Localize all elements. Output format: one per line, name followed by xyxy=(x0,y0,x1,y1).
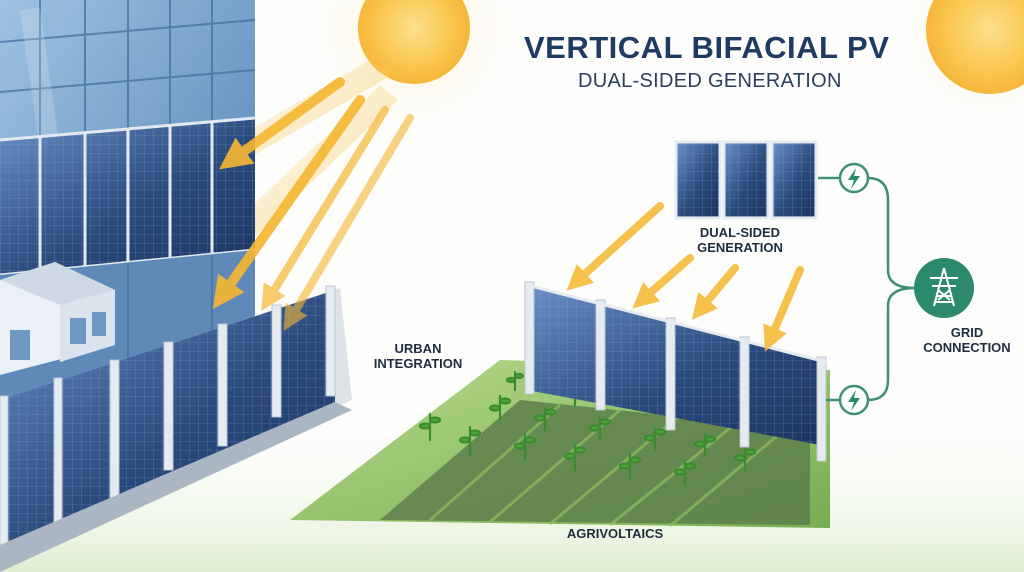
solar-panel-array-icon xyxy=(674,140,818,220)
page-subtitle: DUAL-SIDED GENERATION xyxy=(578,70,842,92)
sunlight-arrows-agri xyxy=(566,202,804,352)
urban-pv-fence xyxy=(0,285,352,572)
dual-sided-generation-label: DUAL-SIDED GENERATION xyxy=(660,225,820,256)
grid-label-line1: GRID xyxy=(950,325,984,340)
agrivoltaics-label: AGRIVOLTAICS xyxy=(566,526,664,541)
lightning-bolt-icon xyxy=(838,162,870,194)
urban-label-line2: INTEGRATION xyxy=(373,355,463,371)
sun-icon xyxy=(324,0,504,118)
lightning-bolt-icon xyxy=(838,384,870,416)
grid-label-line2: CONNECTION xyxy=(923,339,1011,355)
dual-sided-label-line2: GENERATION xyxy=(697,239,783,255)
crop-plants xyxy=(418,370,757,487)
grid-connection-lines xyxy=(818,176,916,402)
sun-icon xyxy=(910,0,1024,110)
urban-label-line1: URBAN xyxy=(394,341,442,356)
page-title: VERTICAL BIFACIAL PV xyxy=(524,30,890,65)
urban-integration-label: URBAN INTEGRATION xyxy=(358,341,478,372)
dual-sided-label-line1: DUAL-SIDED xyxy=(699,225,781,240)
grid-connection-label: GRID CONNECTION xyxy=(912,325,1022,356)
transmission-tower-icon xyxy=(914,258,974,318)
annex-building xyxy=(0,262,115,375)
sunlight-arrows-urban xyxy=(212,77,414,332)
